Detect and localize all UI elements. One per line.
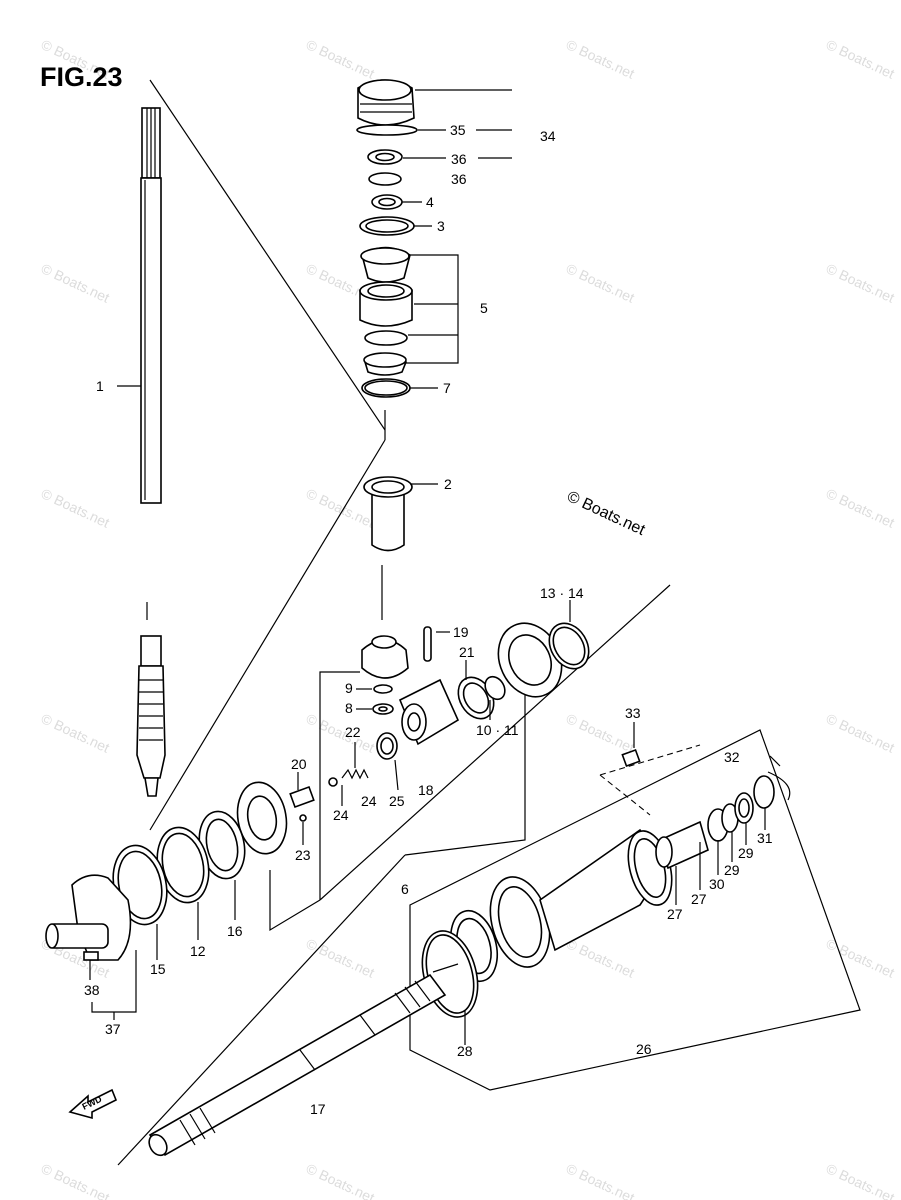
callout-10-11: 10 · 11 <box>476 722 519 738</box>
callout-15: 15 <box>150 961 166 977</box>
watermark: © Boats.net <box>824 935 897 981</box>
callout-12: 12 <box>190 943 206 959</box>
pin-part <box>423 626 450 662</box>
watermark: © Boats.net <box>304 1160 377 1200</box>
figure-title: FIG.23 <box>40 62 123 92</box>
watermark: © Boats.net <box>304 935 377 981</box>
callout-20: 20 <box>291 756 307 772</box>
guide-lines <box>117 79 861 1166</box>
watermark: © Boats.net <box>824 36 897 82</box>
callout-22: 22 <box>345 724 361 740</box>
callout-13-14: 13 · 14 <box>540 585 584 601</box>
watermark: © Boats.net <box>824 485 897 531</box>
watermark: © Boats.net <box>39 1160 112 1200</box>
callout-labels: 1 2 3 4 5 6 7 8 9 10 · 11 12 13 · 14 15 … <box>84 122 773 1117</box>
callout-25: 25 <box>389 793 405 809</box>
reverse-bevel-gear <box>236 772 315 855</box>
watermark: © Boats.net <box>39 260 112 306</box>
clutch-dog <box>398 678 460 746</box>
watermark: © Boats.net <box>564 1160 637 1200</box>
forward-bevel-gear <box>497 600 590 698</box>
callout-18: 18 <box>418 782 434 798</box>
bearing-rings <box>457 660 506 720</box>
callout-2: 2 <box>444 476 452 492</box>
gear-housing-cover <box>45 874 137 1020</box>
callout-16: 16 <box>227 923 243 939</box>
lower-shaft-section <box>136 602 166 797</box>
callout-36a: 36 <box>451 151 467 167</box>
fwd-arrow-icon: FWD <box>68 1088 118 1120</box>
watermark: © Boats.net <box>824 710 897 756</box>
callout-28: 28 <box>457 1043 473 1059</box>
propeller-shaft <box>148 963 459 1157</box>
callout-30: 30 <box>709 876 725 892</box>
callout-26: 26 <box>636 1041 652 1057</box>
callout-4: 4 <box>426 194 434 210</box>
propshaft-bearings <box>655 755 791 905</box>
watermark-layer: © Boats.net © Boats.net © Boats.net © Bo… <box>39 36 897 1200</box>
callout-33: 33 <box>625 705 641 721</box>
callout-24b: 24 <box>361 793 377 809</box>
sleeve-part <box>363 476 438 552</box>
callout-29b: 29 <box>738 845 754 861</box>
copyright-text: © Boats.net <box>564 488 648 539</box>
pinion-gear <box>356 635 409 715</box>
callout-23: 23 <box>295 847 311 863</box>
watermark: © Boats.net <box>39 485 112 531</box>
callout-27a: 27 <box>667 906 683 922</box>
callout-31: 31 <box>757 830 773 846</box>
callout-7: 7 <box>443 380 451 396</box>
callout-29a: 29 <box>724 862 740 878</box>
callout-36b: 36 <box>451 171 467 187</box>
callout-9: 9 <box>345 680 353 696</box>
callout-5: 5 <box>480 300 488 316</box>
watermark: © Boats.net <box>304 710 377 756</box>
drive-shaft <box>117 107 162 504</box>
callout-34: 34 <box>540 128 556 144</box>
callout-6: 6 <box>401 881 409 897</box>
shift-plunger-parts <box>328 732 399 806</box>
watermark: © Boats.net <box>824 260 897 306</box>
watermark: © Boats.net <box>564 935 637 981</box>
watermark: © Boats.net <box>564 260 637 306</box>
callout-21: 21 <box>459 644 475 660</box>
callout-17: 17 <box>310 1101 326 1117</box>
top-bearing-stack <box>356 79 512 398</box>
callout-3: 3 <box>437 218 445 234</box>
callout-24a: 24 <box>333 807 349 823</box>
callout-1: 1 <box>96 378 104 394</box>
callout-8: 8 <box>345 700 353 716</box>
watermark: © Boats.net <box>824 1160 897 1200</box>
callout-37: 37 <box>105 1021 121 1037</box>
watermark: © Boats.net <box>564 36 637 82</box>
bolt-part <box>621 722 641 768</box>
callout-27b: 27 <box>691 891 707 907</box>
watermark: © Boats.net <box>39 710 112 756</box>
watermark: © Boats.net <box>304 36 377 82</box>
propshaft-bearing-housing <box>421 828 673 1045</box>
callout-32: 32 <box>724 749 740 765</box>
callout-35: 35 <box>450 122 466 138</box>
callout-38: 38 <box>84 982 100 998</box>
callout-19: 19 <box>453 624 469 640</box>
